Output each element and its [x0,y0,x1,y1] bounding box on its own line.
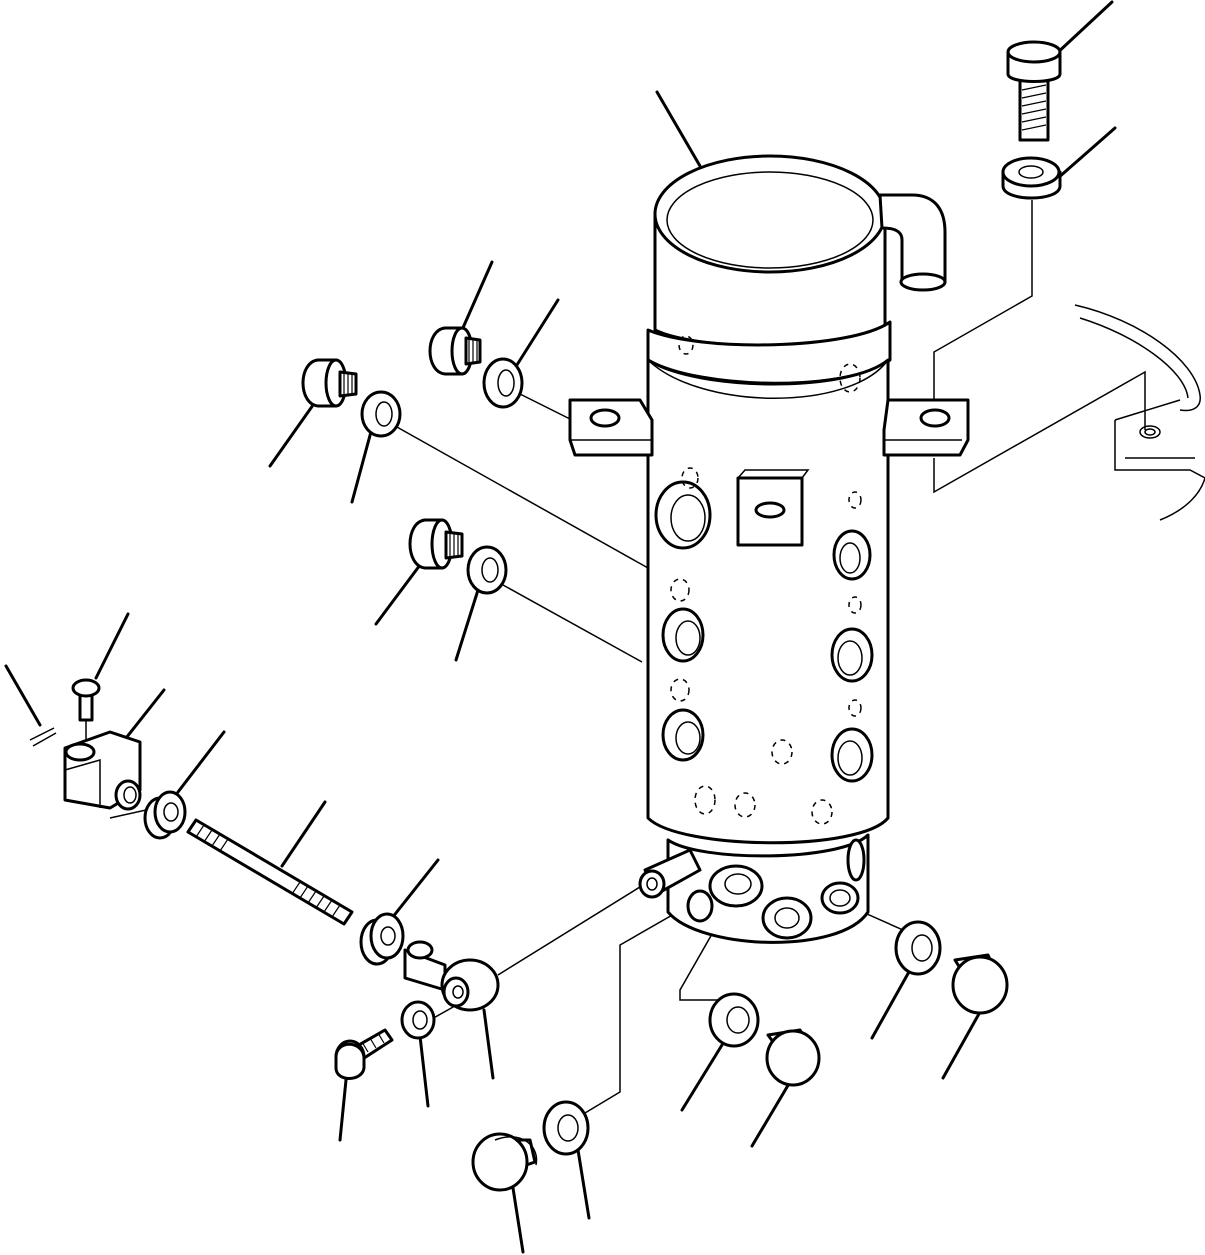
washer-bottom-right [894,920,942,976]
o-ring-upper-2 [360,390,402,438]
leader-lines [4,0,1117,1254]
nut-left [143,790,187,840]
swivel-joint-body [568,154,970,944]
plug-middle [408,518,464,570]
washer-bottom-center [542,1100,590,1156]
bolt-top-right [1006,40,1062,142]
ball-joint [403,940,500,1012]
plug-upper-2 [301,358,358,408]
threaded-rod [186,818,354,926]
washer-bottom-mid [708,992,760,1048]
washer-top-right [1001,156,1062,200]
o-ring-upper-1 [482,357,524,409]
o-ring-middle [466,545,508,595]
frame-fragment [1074,304,1205,521]
clevis [63,730,142,811]
plug-bottom-right [951,953,1009,1015]
port-holes [654,335,874,825]
clevis-pin [71,678,101,722]
washer-lower-left [400,1000,436,1040]
plug-upper-1 [428,326,482,376]
rotor-ports [638,838,866,940]
plug-bottom-mid [765,1028,821,1087]
assembly-lines [85,200,1146,1117]
split-pin [29,727,57,747]
plug-bottom-center [471,1132,538,1192]
nut-right [359,912,405,966]
bolt-lower-left [334,1028,394,1080]
